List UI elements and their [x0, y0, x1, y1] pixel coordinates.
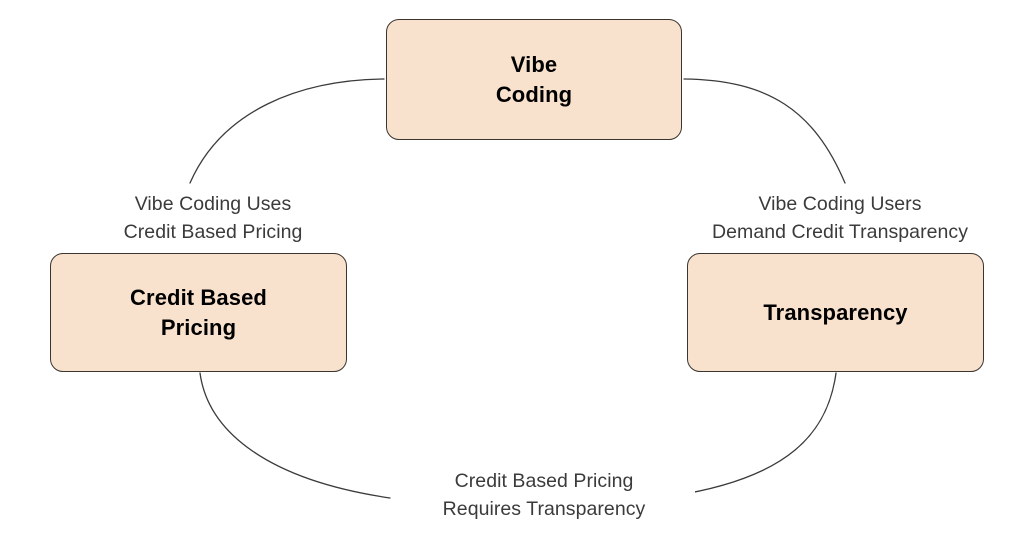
edge-label-credit-based-pricing-to-transparency: Credit Based Pricing Requires Transparen…: [393, 467, 695, 525]
edge-label-vibe-coding-to-credit-based-pricing: Vibe Coding Uses Credit Based Pricing: [82, 190, 344, 248]
node-transparency-label: Transparency: [763, 299, 908, 325]
edge-label-vibe-coding-to-transparency: Vibe Coding Users Demand Credit Transpar…: [664, 190, 1016, 248]
connector-vibe-coding-to-transparency-upper: [683, 78, 846, 184]
connector-transparency-to-credit-based-pricing-lower: [671, 372, 837, 497]
node-vibe-coding-label: Vibe Coding: [495, 52, 573, 107]
node-credit-based-pricing-label: Credit Based Pricing: [130, 285, 267, 340]
connector-vibe-coding-to-credit-based-pricing-upper: [189, 78, 385, 184]
connector-credit-based-pricing-to-transparency-lower: [199, 372, 391, 499]
node-transparency[interactable]: Transparency: [687, 253, 984, 372]
node-credit-based-pricing[interactable]: Credit Based Pricing: [50, 253, 347, 372]
node-vibe-coding[interactable]: Vibe Coding: [386, 19, 682, 140]
